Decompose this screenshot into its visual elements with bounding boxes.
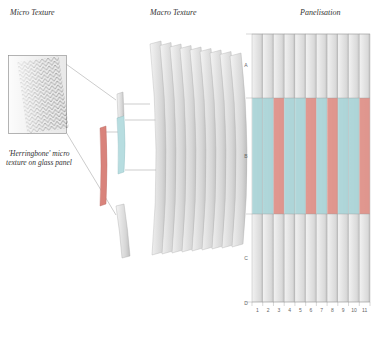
axis-label: A: [244, 62, 247, 68]
panel-column: [327, 34, 338, 302]
glass-band: [263, 98, 273, 214]
caption: 'Herringbone' micro texture on glass pan…: [4, 149, 74, 167]
tick: [316, 302, 317, 306]
panel-column: [284, 34, 295, 302]
axis-number: 4: [288, 307, 291, 313]
macro-fins: [150, 41, 247, 255]
texture-sample: 'Herringbone' micro texture on glass pan…: [4, 55, 74, 167]
tick: [327, 302, 328, 306]
panel-column: [295, 34, 306, 302]
panel-column: [252, 34, 263, 302]
panel-column: [306, 34, 317, 302]
glass-band: [360, 98, 370, 214]
axis-label: D: [244, 300, 248, 306]
blue-piece: [117, 116, 125, 174]
panel-column: [263, 34, 274, 302]
glass-piece: [116, 204, 130, 258]
leader-line: [66, 64, 156, 215]
glass-band: [327, 98, 337, 214]
column-heading: Panelisation: [300, 8, 340, 17]
panel-column: [316, 34, 327, 302]
tick: [348, 302, 349, 306]
tick: [252, 302, 253, 306]
tick: [359, 302, 360, 306]
glass-band: [295, 98, 305, 214]
red-piece: [100, 126, 107, 206]
tick: [284, 302, 285, 306]
panel-elevation: [246, 34, 370, 306]
glass-piece: [117, 92, 124, 118]
axis-number: 2: [267, 307, 270, 313]
glass-band: [338, 98, 348, 214]
axis-number: 1: [256, 307, 259, 313]
grid-line: [246, 214, 370, 215]
tick: [294, 302, 295, 306]
texture-swatch: [8, 55, 70, 135]
macro-fin: [230, 53, 247, 247]
tick: [273, 302, 274, 306]
axis-number: 6: [310, 307, 313, 313]
glass-band: [274, 98, 284, 214]
axis-number: 7: [320, 307, 323, 313]
panel-column: [338, 34, 349, 302]
axis-number: 9: [342, 307, 345, 313]
tick: [305, 302, 306, 306]
glass-band: [317, 98, 327, 214]
glass-band: [306, 98, 316, 214]
column-heading: Macro Texture: [150, 8, 196, 17]
axis-label: C: [244, 255, 248, 261]
axis-label: B: [244, 153, 247, 159]
tick: [370, 302, 371, 306]
grid-line: [246, 34, 370, 35]
panel-column: [349, 34, 360, 302]
column-heading: Micro Texture: [10, 8, 55, 17]
axis-number: 5: [299, 307, 302, 313]
tick: [337, 302, 338, 306]
glass-band: [349, 98, 359, 214]
axis-number: 11: [362, 307, 367, 313]
panel-column: [273, 34, 284, 302]
axis-number: 10: [351, 307, 357, 313]
panel-column: [359, 34, 370, 302]
axis-number: 8: [331, 307, 334, 313]
tick: [262, 302, 263, 306]
grid-line: [246, 302, 370, 303]
glass-band: [252, 98, 262, 214]
grid-line: [246, 98, 370, 99]
axis-number: 3: [277, 307, 280, 313]
glass-band: [284, 98, 294, 214]
